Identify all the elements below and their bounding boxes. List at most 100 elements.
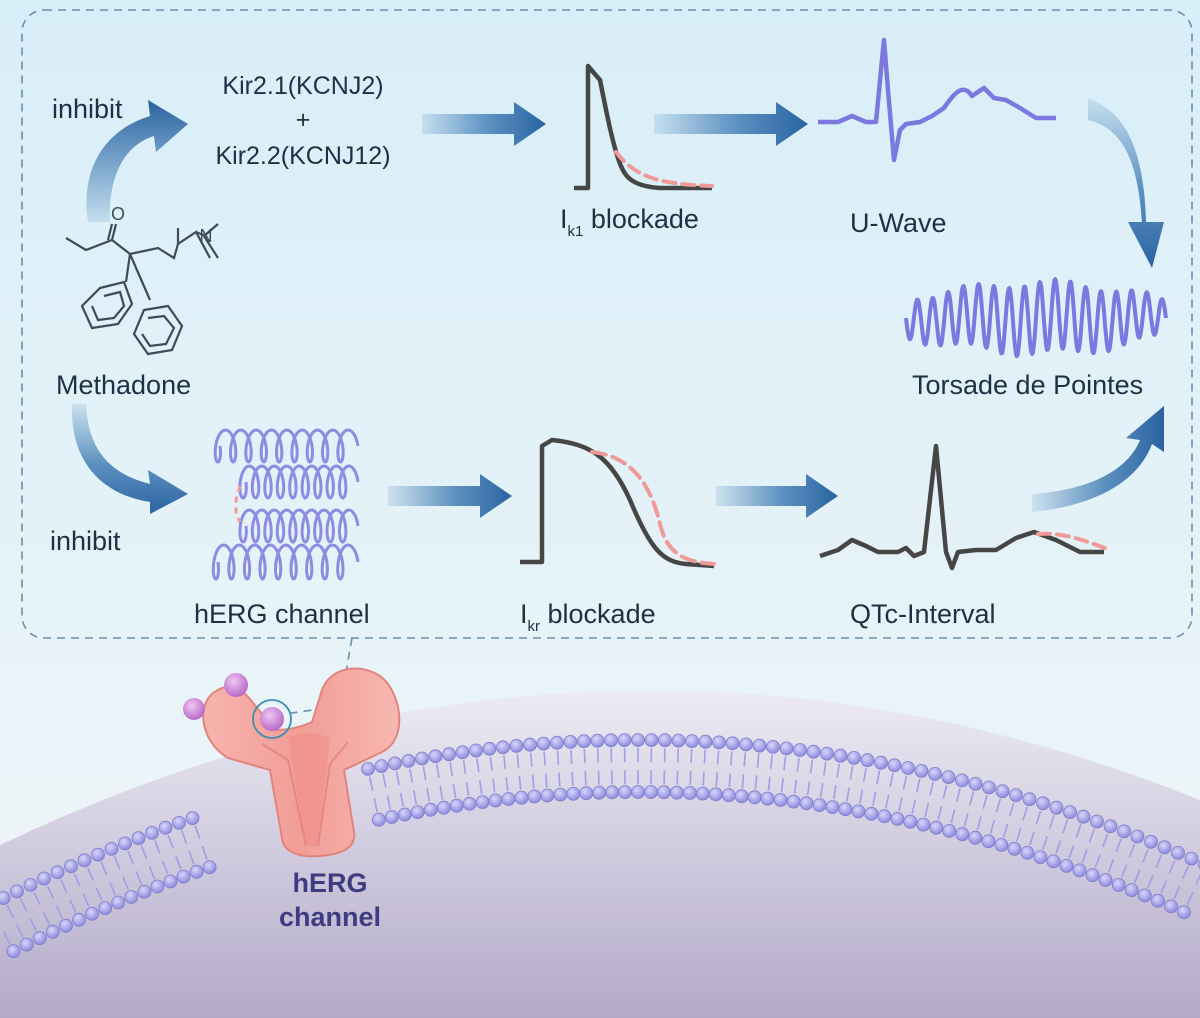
lipid-head [536,736,551,751]
lipid-head [19,937,34,952]
lipid-head [455,745,470,760]
lipid-tail [140,845,156,880]
lipid-head [631,733,645,747]
lipid-head [145,826,159,840]
lipid-tail [859,767,867,804]
lipid-head [793,743,807,757]
lipid-tail [754,753,760,790]
lipid-head [914,764,929,778]
lipid-head [361,762,375,776]
lipid-tail [1173,865,1190,900]
inhibit-arrow-top [86,100,188,222]
lipid-head [415,751,429,766]
lipid-head [890,812,905,826]
lipid-head [488,793,503,808]
lipid-head [929,820,944,835]
lipid-head [773,793,788,807]
inhibit-label-bottom: inhibit [50,526,121,556]
lipid-tail [1160,859,1176,894]
lipid-head [994,838,1009,852]
lipid-tail [583,749,587,786]
lipid-head [877,809,892,824]
lipid-head [671,733,686,748]
lipid-tail [976,794,988,831]
lipid-head [955,827,970,842]
lipid-head [50,865,65,880]
lipid-head [860,753,875,768]
lipid-head [550,735,564,750]
helix-segment [211,543,360,581]
lipid-head [851,804,866,819]
lipid-head [523,737,537,752]
u-wave-ecg [818,37,1056,163]
lipid-head [577,734,591,749]
lipid-tail [1107,838,1122,873]
lipid-head [847,751,861,765]
lipid-head [462,796,477,811]
lipid-tail [194,825,208,860]
lipid-tail [819,761,827,798]
lipid-tail [1029,810,1042,846]
lipid-head [658,733,672,748]
ikr-action-potential [520,437,716,569]
lipid-head [150,879,165,894]
lipid-head [85,906,99,921]
methadone-label: Methadone [56,370,192,400]
lipid-head [1072,863,1087,878]
lipid-head [37,871,51,886]
lipid-head [45,924,60,939]
lipid-tail [46,885,64,919]
lipid-head [1177,905,1191,919]
lipid-head [176,869,191,884]
lipid-head [725,736,740,751]
lipid-head [401,754,416,768]
herg-helix-bundle [211,428,360,581]
lipid-head [916,817,931,832]
lipid-head [1151,893,1165,908]
inhibit-arrow-bottom [71,404,188,514]
lipid-tail [543,751,548,788]
kir22-label: Kir2.2(KCNJ12) [215,142,391,170]
lipid-tail [1094,833,1109,868]
lipid-head [903,814,918,829]
lipid-head [172,816,186,830]
binding-site-highlight [252,699,292,739]
lipid-head [0,891,11,905]
lipid-head [91,847,105,862]
ik1-subscript: k1 [567,223,584,240]
lipid-head [449,798,464,813]
lipid-tail [806,759,814,796]
lipid-head [644,785,658,799]
ion-particle [183,698,205,720]
lipid-tail [154,840,169,875]
methadone-structure [65,223,219,356]
lipid-tail [937,784,948,821]
lipid-tail [793,757,800,794]
lipid-head [825,800,840,814]
herg-membrane-label-line1: hERG [292,868,368,898]
lipid-tail [715,750,720,787]
lipid-head [32,931,47,945]
arrow-uwave-to-torsade [1088,98,1164,268]
herg-membrane-label-line2: channel [278,902,382,932]
lipid-head [6,944,21,959]
lipid-tail [113,855,130,890]
lipid-head [397,807,412,822]
lipid-head [708,787,723,802]
nitrogen-atom-label: N [200,226,213,246]
lipid-tail [1147,854,1163,889]
lipid-tail [19,898,37,932]
lipid-tail [963,791,975,827]
helix-segment [238,464,360,500]
lipid-head [579,786,594,801]
lipid-head [371,812,386,827]
lipid-head [981,834,996,849]
lipid-head [1022,792,1037,807]
lipid-head [786,794,801,809]
ikr-rest: blockade [540,599,656,629]
lipid-tail [422,766,431,803]
lipid-tail [449,761,457,798]
lipid-head [592,785,607,800]
lipid-head [482,741,497,756]
